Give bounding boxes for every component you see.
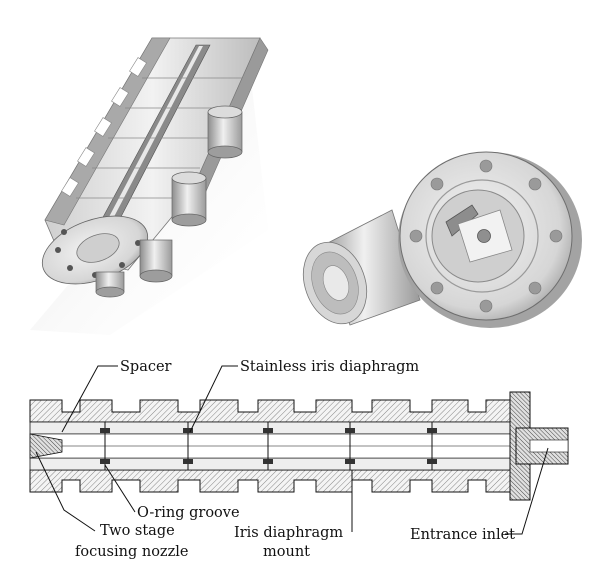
main-flange-bolt-holes (409, 159, 563, 313)
inlet-bore (529, 439, 569, 453)
center-hub-hole (477, 229, 491, 243)
cross-section-view (29, 391, 569, 501)
iris-blade (445, 204, 479, 237)
label-spacer: Spacer (120, 359, 172, 375)
support-cylinders (95, 105, 243, 298)
housing-lower (29, 469, 511, 493)
label-entrance-inlet: Entrance inlet (410, 527, 515, 543)
focusing-nozzle (29, 433, 63, 459)
leader-lines (35, 365, 549, 535)
assembly-channel-highlight (100, 46, 203, 236)
label-iris-mount-line1: Iris diaphragm (234, 525, 343, 541)
label-o-ring-groove: O-ring groove (137, 505, 240, 521)
assembly-cutaway-view (30, 37, 269, 335)
label-two-stage-line2: focusing nozzle (75, 544, 188, 560)
end-view-3d (302, 151, 582, 328)
front-flange-hub (76, 233, 120, 263)
label-iris-mount-line2: mount (263, 544, 310, 560)
housing-upper (29, 399, 511, 423)
label-two-stage-line1: Two stage (100, 523, 175, 539)
label-stainless-iris-diaphragm: Stainless iris diaphragm (240, 359, 419, 375)
o-rings (100, 428, 437, 464)
inlet-cylinder-core (322, 265, 350, 301)
left-wall-notches (61, 57, 147, 197)
flange-groove (425, 179, 539, 293)
